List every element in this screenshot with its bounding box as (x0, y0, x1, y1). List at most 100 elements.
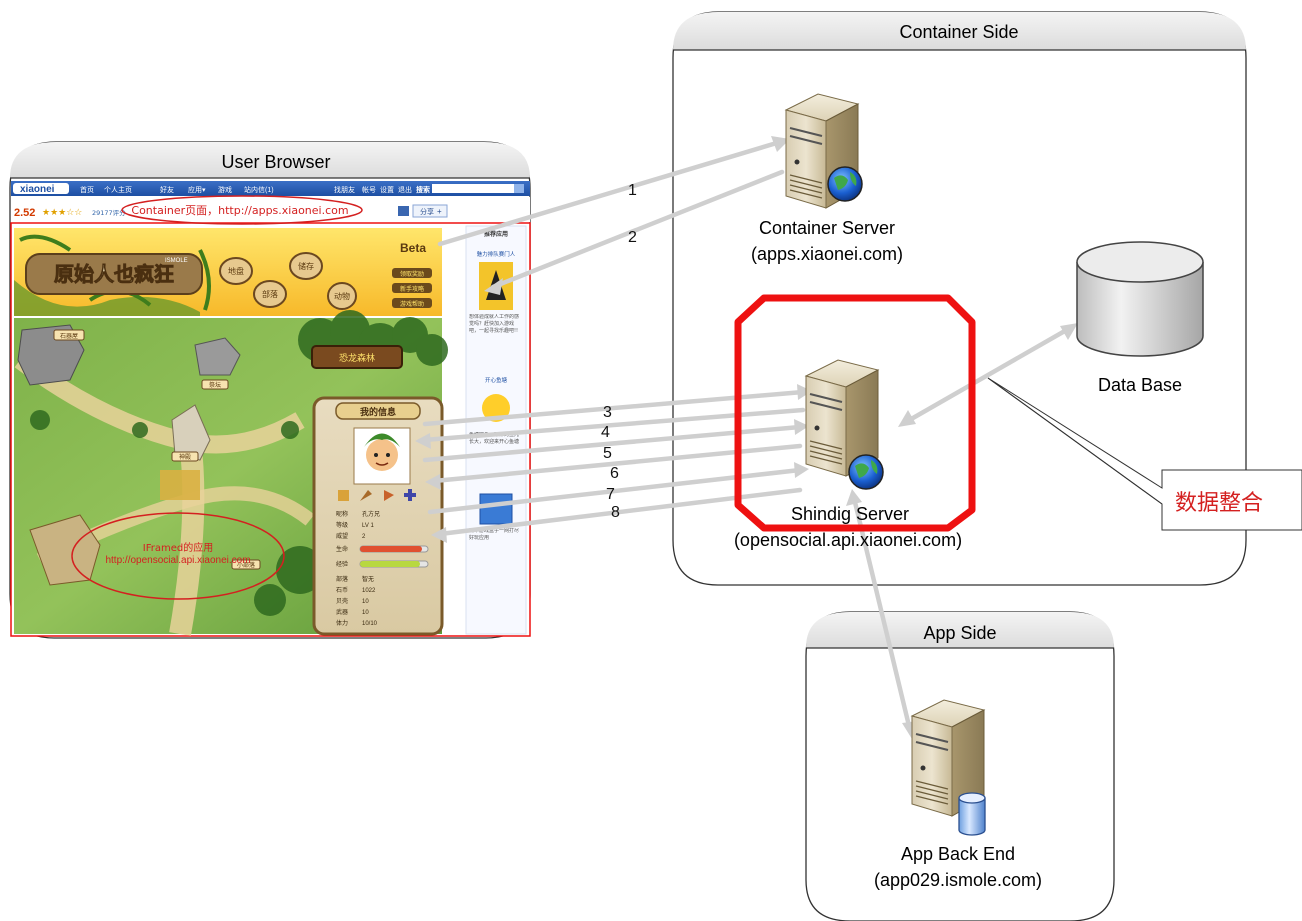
sidebar-app1-name[interactable]: 魅力排队赛门人 (477, 250, 516, 258)
shindig-highlight-frame (734, 294, 976, 532)
arrow-label-3: 3 (603, 404, 612, 421)
game-menu-label: 部落 (262, 289, 278, 299)
arrow-label-5: 5 (603, 445, 612, 462)
game-menu-item[interactable] (253, 280, 287, 308)
my-info-title: 我的信息 (360, 406, 396, 418)
nav-link-games[interactable]: 游戏 (218, 185, 232, 194)
app-backend-host: (app029.ismole.com) (874, 870, 1042, 890)
player-stats: 昵称 孔方兄 等级 LV 1 威望 2 生命 经验 部落 智无 石币 1022 … (336, 510, 380, 627)
data-integration-label: 数据整合 (1175, 490, 1263, 515)
game-menu: 地盘 部落 储存 动物 (219, 252, 357, 310)
stat-label: 部落 (336, 575, 348, 583)
stat-label: 威望 (336, 532, 348, 540)
stat-value: LV 1 (362, 523, 375, 529)
svg-text:神殿: 神殿 (179, 453, 191, 461)
game-side-buttons: 领取奖励 新手攻略 游戏帮助 (392, 268, 432, 308)
arrow-label-1: 1 (628, 182, 637, 199)
nav-link-logout[interactable]: 退出 (398, 185, 412, 194)
game-logo (25, 253, 203, 295)
iframe-app-highlight (71, 512, 285, 600)
shindig-server-icon (804, 359, 884, 490)
nav-link-home[interactable]: 首页 (80, 185, 94, 194)
svg-text:祭坛: 祭坛 (209, 381, 221, 389)
sidebar-app1-desc: 想体验成就人工作的感觉吗？赶快加入游戏吧，一起寻找乐趣吧!! (469, 314, 520, 334)
game-sub: ISMOLE (165, 258, 188, 264)
place-label-tribe[interactable] (231, 559, 261, 570)
nav-link-find-friends[interactable]: 找朋友 (334, 185, 355, 194)
sidebar-app3-desc: 简单游戏盒子一网打尽好玩应用 (469, 528, 520, 541)
stat-label: 昵称 (336, 510, 348, 518)
stat-value: 10/10 (362, 621, 378, 627)
small-database-icon (958, 792, 986, 836)
game-side-button[interactable] (392, 283, 432, 293)
container-server-host: (apps.xiaonei.com) (751, 244, 903, 264)
rating-count[interactable]: 29177评分 (92, 208, 126, 217)
container-server-name: Container Server (759, 218, 895, 238)
axe-icon[interactable] (360, 490, 372, 501)
svg-text:领取奖励: 领取奖励 (400, 270, 424, 278)
rating-stars-icon[interactable]: ★★★☆☆ (42, 207, 82, 217)
stat-label: 生命 (336, 545, 348, 553)
xiaonei-logo[interactable]: xiaonei (20, 184, 55, 195)
app-rating-score: 2.52 (14, 207, 35, 219)
container-side-title: Container Side (899, 22, 1018, 42)
nav-search-input[interactable] (432, 184, 514, 193)
stat-value: 10 (362, 599, 369, 605)
place-label-altar[interactable] (201, 379, 229, 390)
sidebar-app3-thumb[interactable] (479, 493, 513, 525)
stat-label: 经验 (336, 560, 348, 568)
dino-forest-sign[interactable] (311, 345, 403, 369)
search-icon[interactable] (514, 184, 524, 193)
arrow-db-shindig (903, 325, 1073, 425)
share-icon[interactable] (398, 206, 409, 216)
nav-link-profile[interactable]: 个人主页 (104, 185, 132, 194)
arrow-label-8: 8 (611, 504, 620, 521)
game-menu-item[interactable] (327, 282, 357, 310)
game-title: 原始人也疯狂 (54, 262, 174, 286)
xiaonei-navbar (11, 181, 530, 196)
nav-link-messages[interactable]: 站内信(1) (244, 185, 274, 194)
nav-link-account[interactable]: 帐号 (362, 185, 376, 194)
nav-search-label: 搜索 (416, 185, 430, 194)
nav-link-settings[interactable]: 设置 (380, 185, 394, 194)
browser-screenshot: xiaonei 首页 个人主页 好友 应用▾ 游戏 站内信(1) 找朋友 帐号 … (10, 181, 531, 637)
stat-label: 武器 (336, 608, 348, 616)
health-bar-fill (360, 546, 422, 552)
stat-label: 体力 (336, 619, 348, 627)
sidebar-app2-thumb[interactable] (482, 394, 510, 422)
stat-value: 1022 (362, 588, 376, 594)
svg-text:石器屋: 石器屋 (60, 333, 78, 340)
iframe-note-line1: IFramed的应用 (143, 541, 213, 554)
nav-link-apps[interactable]: 应用▾ (188, 185, 206, 194)
nav-link-friends[interactable]: 好友 (160, 185, 174, 194)
svg-text:小部落: 小部落 (237, 561, 255, 569)
hand-icon[interactable] (384, 490, 394, 501)
arrow-label-7: 7 (606, 486, 615, 503)
app-backend-server-icon (910, 699, 986, 836)
share-button[interactable] (412, 204, 448, 218)
arrow-shindig-backend (851, 495, 913, 733)
action-icons (338, 489, 416, 501)
bag-icon[interactable] (338, 490, 349, 501)
game-menu-item[interactable] (219, 257, 253, 285)
add-icon[interactable] (404, 489, 416, 501)
stat-value: 2 (362, 534, 366, 540)
iframe-note-line2: http://opensocial.api.xiaonei.com (105, 555, 250, 566)
arrow-1 (437, 139, 783, 247)
shindig-server-host: (opensocial.api.xiaonei.com) (734, 530, 962, 550)
svg-text:新手攻略: 新手攻略 (400, 285, 424, 293)
svg-text:+: + (437, 207, 442, 216)
game-side-button[interactable] (392, 298, 432, 308)
arrow-2 (490, 169, 785, 290)
shindig-server-name: Shindig Server (791, 504, 909, 524)
game-menu-item[interactable] (289, 252, 323, 280)
stat-label: 石币 (336, 587, 348, 594)
stat-label: 贝壳 (336, 597, 348, 605)
game-side-button[interactable] (392, 268, 432, 278)
stat-value: 智无 (362, 575, 374, 583)
sidebar-app2-name[interactable]: 开心鱼塘 (485, 376, 508, 384)
place-label-temple[interactable] (171, 451, 199, 462)
share-button-label: 分享 (420, 207, 434, 216)
app-backend-name: App Back End (901, 844, 1015, 864)
